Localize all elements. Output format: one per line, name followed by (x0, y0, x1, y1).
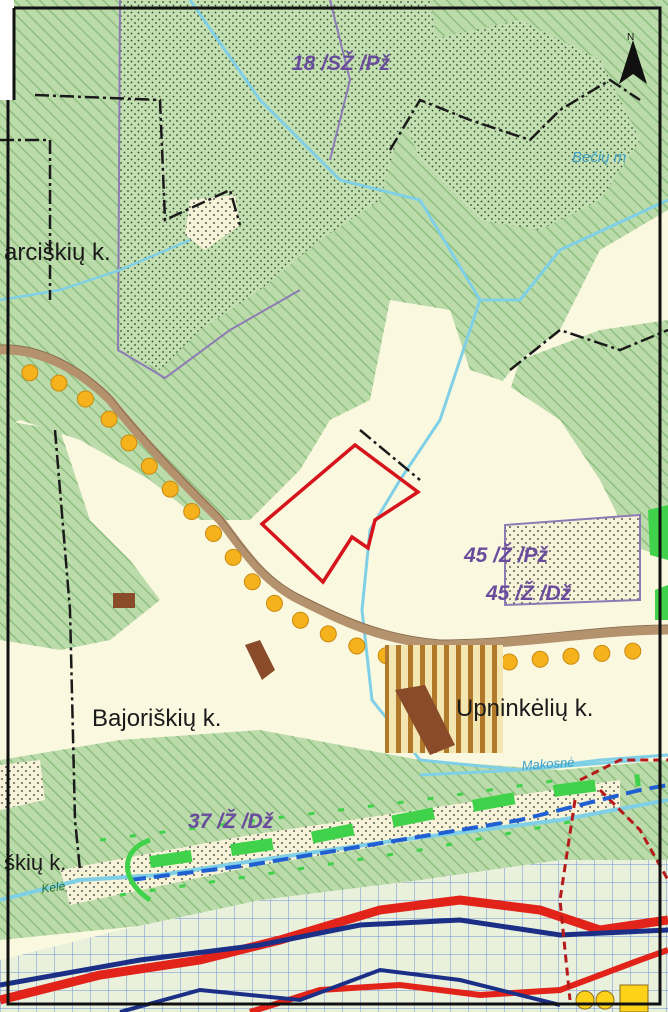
building-upninkeliai (395, 685, 455, 755)
zone-border-north-east (329, 0, 352, 161)
road-dot (265, 594, 283, 612)
road-dot (50, 374, 68, 392)
road-edge (0, 344, 668, 641)
river-east-branch (480, 198, 668, 302)
road-dot (140, 457, 158, 475)
road-dot (291, 611, 309, 629)
north-label: N (627, 32, 634, 43)
protected-red-outline (0, 895, 668, 1005)
place-label-left-bottom: škių k. (4, 850, 66, 875)
zone-label-45b: 45 /Ž /Dž (485, 581, 572, 605)
forest-area-east (500, 320, 668, 560)
road-dot (224, 548, 242, 566)
road-dot (205, 525, 223, 543)
boundary-line (0, 78, 641, 871)
road-dot (76, 390, 94, 408)
zone-border-18 (116, 0, 301, 380)
blue-dashed-line (129, 783, 668, 882)
forest-area-west (0, 420, 160, 650)
protected-navy-outline-2 (119, 967, 561, 1012)
north-arrow-icon (619, 40, 647, 84)
road-dot (21, 364, 39, 382)
green-dashed-line (149, 774, 641, 868)
river-west (0, 238, 191, 302)
water-label-kele: Kėlė (40, 879, 66, 896)
frame-notch (0, 0, 14, 100)
green-mark-east (648, 505, 668, 560)
sparse-patch-west (0, 760, 45, 810)
marker-yellow-1 (575, 990, 595, 1010)
road-dot (624, 642, 642, 660)
road-dot (593, 644, 611, 662)
water-label-makosne: Makosnė (521, 754, 575, 773)
map-frame (6, 6, 662, 1006)
road (0, 345, 668, 650)
building-center (245, 640, 275, 680)
marker-yellow-square (619, 984, 649, 1012)
road-dot (348, 637, 366, 655)
protected-grid-area (0, 860, 668, 1012)
dotted-forest-northeast (400, 20, 640, 230)
zone-label-45a: 45 /Ž /Pž (463, 543, 549, 567)
sparse-patch-north (185, 195, 240, 250)
zone-label-18: 18 /SŽ /Pž (292, 51, 391, 75)
river-kele (0, 798, 668, 902)
place-label-upninkeliu: Upninkėlių k. (456, 695, 593, 722)
road-dot (562, 647, 580, 665)
north-arrow: N (619, 32, 647, 84)
boundary-line-east (509, 328, 668, 371)
zone-label-37: 37 /Ž /Dž (188, 809, 274, 833)
road-dot (100, 410, 118, 428)
green-west-arc (125, 837, 152, 903)
building-west (113, 593, 135, 608)
place-label-narcisk: arciškių k. (4, 239, 111, 266)
place-label-bajorisk: Bajoriškių k. (92, 705, 221, 732)
green-tick-line (99, 778, 581, 897)
road-dot (120, 434, 138, 452)
site-outline (259, 442, 422, 585)
sparse-strip-zone-37 (60, 780, 620, 905)
dotted-forest-zone-18 (120, 0, 440, 370)
road-dot (319, 625, 337, 643)
road-dot (183, 502, 201, 520)
protected-red-outline-2 (249, 947, 668, 1012)
protected-navy-outline (0, 917, 668, 988)
road-dot (243, 573, 261, 591)
water-label-becu: Bečių m (572, 149, 626, 166)
marker-yellow-2 (595, 990, 615, 1010)
river-makosne (419, 753, 668, 777)
road-dot (161, 480, 179, 498)
road-dot (531, 650, 549, 668)
road-dot (500, 653, 518, 671)
sparse-area-zone-45 (504, 513, 641, 607)
